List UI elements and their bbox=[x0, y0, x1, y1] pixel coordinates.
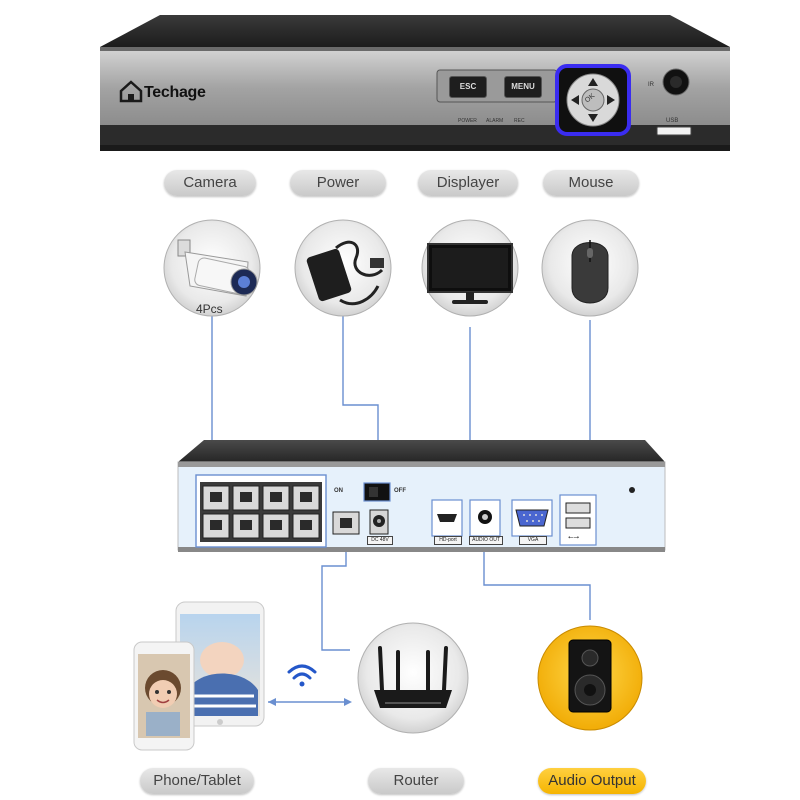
ip-camera-icon bbox=[177, 239, 258, 297]
esc-button[interactable]: ESC bbox=[449, 76, 487, 98]
phone-tablet-label-pill: Phone/Tablet bbox=[140, 768, 254, 794]
alarm-indicator-label: ALARM bbox=[486, 118, 504, 124]
displayer-label-pill: Displayer bbox=[418, 170, 518, 196]
power-indicator-label: POWER bbox=[458, 118, 477, 124]
monitor-icon bbox=[427, 243, 513, 304]
dc-48v-label: DC 48V bbox=[367, 536, 393, 545]
switch-on-label: ON bbox=[334, 488, 343, 494]
power-adapter-icon bbox=[306, 240, 384, 306]
audio-out-label: AUDIO OUT bbox=[469, 536, 503, 545]
power-label-pill: Power bbox=[290, 170, 386, 196]
usb-symbol: ⭠⭢ bbox=[568, 534, 580, 541]
ir-label: IR bbox=[648, 82, 654, 88]
hdmi-port-label: HD-port bbox=[434, 536, 462, 545]
phone-device bbox=[133, 641, 195, 751]
router-icon bbox=[374, 646, 452, 708]
router-circle bbox=[357, 622, 469, 734]
mouse-icon bbox=[571, 240, 609, 304]
camera-label-pill: Camera bbox=[164, 170, 256, 196]
link-arrow bbox=[268, 698, 352, 706]
nvr-front-panel bbox=[100, 15, 730, 151]
poe-ports-label-1: POE PORTS bbox=[216, 476, 246, 482]
mouse-label-pill: Mouse bbox=[543, 170, 639, 196]
switch-off-label: OFF bbox=[394, 488, 406, 494]
menu-button[interactable]: MENU bbox=[504, 76, 542, 98]
nvr-rear-panel bbox=[177, 440, 666, 552]
usb-label: USB bbox=[666, 118, 679, 124]
vga-label: VGA bbox=[519, 536, 547, 545]
speaker-icon bbox=[568, 639, 612, 713]
router-label-pill: Router bbox=[368, 768, 464, 794]
camera-quantity-note: 4Pcs bbox=[196, 302, 223, 316]
wifi-icon bbox=[287, 664, 317, 687]
brand-logo-text: Techage bbox=[144, 84, 206, 101]
rec-indicator-label: REC bbox=[514, 118, 525, 124]
poe-ports-label-2: POE PORTS bbox=[276, 476, 306, 482]
audio-output-label-pill: Audio Output bbox=[538, 768, 646, 794]
